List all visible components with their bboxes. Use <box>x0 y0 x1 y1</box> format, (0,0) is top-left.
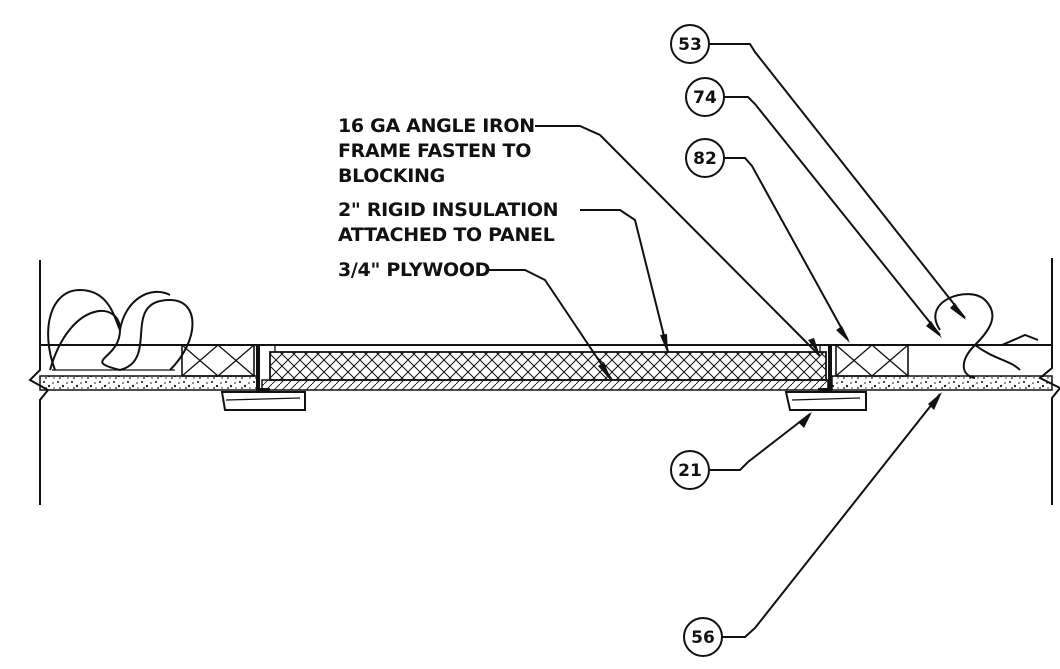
note-plywood: 3/4" PLYWOOD <box>338 259 613 382</box>
gypsum-board-left <box>39 375 259 391</box>
callout-82: 82 <box>685 138 850 343</box>
rigid-insulation <box>269 346 827 381</box>
callout-56-label: 56 <box>691 628 715 648</box>
note-angle-iron-line-2: FRAME FASTEN TO <box>338 140 531 162</box>
gypsum-board-right <box>831 375 1053 391</box>
callout-56: 56 <box>683 392 942 657</box>
callout-53: 53 <box>670 24 966 320</box>
note-insulation-line-2: ATTACHED TO PANEL <box>338 224 555 246</box>
trim-right <box>784 391 867 411</box>
note-angle-iron-line-3: BLOCKING <box>338 165 445 187</box>
note-insulation-line-1: 2" RIGID INSULATION <box>338 199 558 221</box>
callout-21: 21 <box>670 412 812 490</box>
callout-74-label: 74 <box>693 88 717 108</box>
left-break-line <box>28 260 50 505</box>
batt-insulation-left <box>47 288 194 372</box>
note-plywood-text: 3/4" PLYWOOD <box>338 259 490 281</box>
callout-74: 74 <box>685 77 942 338</box>
note-angle-iron: 16 GA ANGLE IRON FRAME FASTEN TO BLOCKIN… <box>338 115 821 357</box>
trim-left <box>220 391 306 411</box>
plywood-panel <box>261 379 829 391</box>
note-angle-iron-line-1: 16 GA ANGLE IRON <box>338 115 535 137</box>
blocking-right <box>835 344 909 377</box>
callout-21-label: 21 <box>678 461 702 481</box>
callout-82-label: 82 <box>693 149 717 169</box>
callout-53-label: 53 <box>678 35 702 55</box>
blocking-left <box>181 344 255 377</box>
batt-insulation-right <box>934 293 1039 379</box>
note-insulation: 2" RIGID INSULATION ATTACHED TO PANEL <box>338 199 669 354</box>
